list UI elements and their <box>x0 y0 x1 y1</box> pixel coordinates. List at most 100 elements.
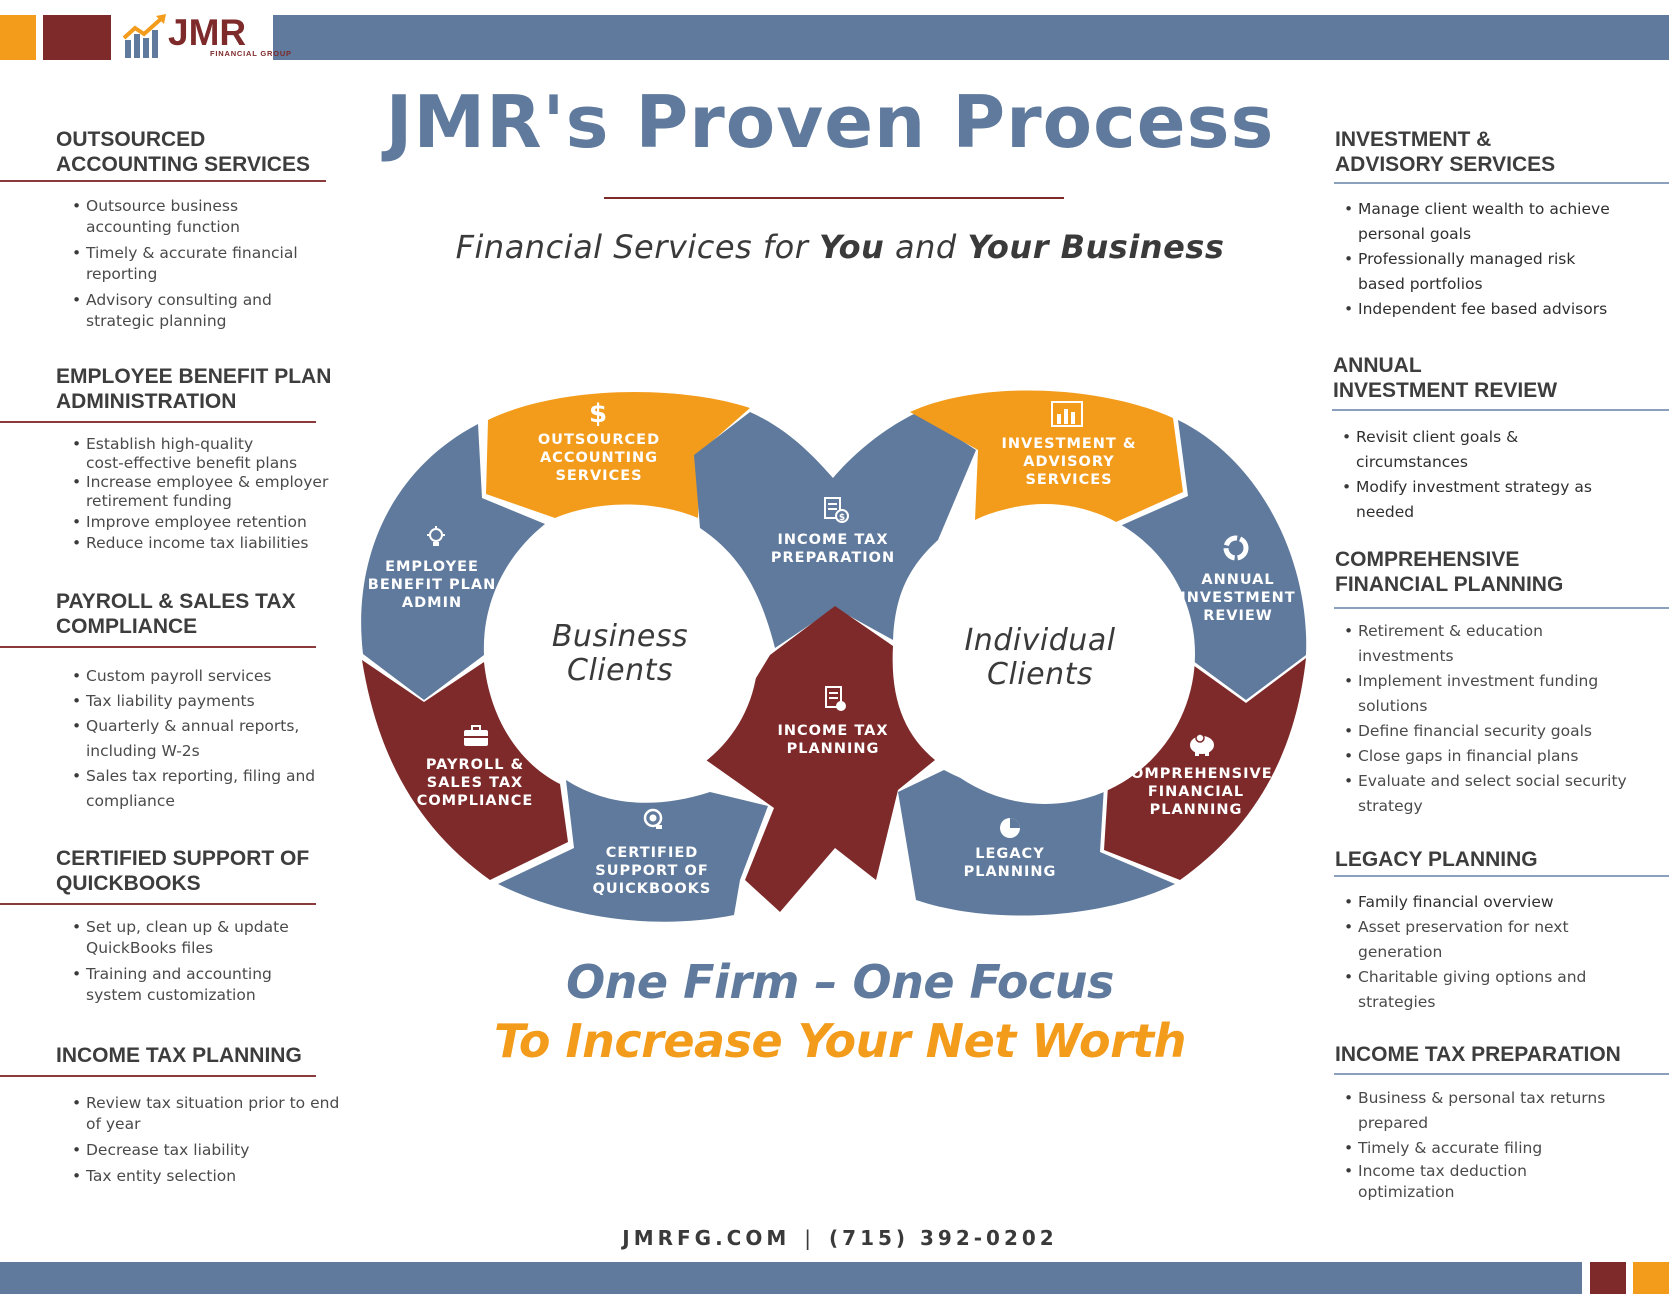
document-coin-icon <box>825 686 846 711</box>
legacy-planning-list: Family financial overview Asset preserva… <box>1344 890 1664 1015</box>
list-item-line: of year <box>86 1115 141 1133</box>
list-item: Improve employee retention <box>72 513 342 532</box>
list-item-line: system customization <box>86 986 256 1004</box>
svg-text:$: $ <box>589 399 607 426</box>
client-label-line: Business <box>551 619 689 654</box>
list-item-line: strategy <box>1358 797 1423 815</box>
segment-label-line: COMPLIANCE <box>416 793 534 809</box>
segment-label-line: INCOME TAX <box>777 532 889 548</box>
list-item: Reduce income tax liabilities <box>72 534 342 553</box>
segment-label-annual: ANNUAL INVESTMENT REVIEW <box>1168 571 1308 625</box>
segment-outsourced-accounting <box>486 392 750 518</box>
business-clients-circle <box>486 518 758 790</box>
footer-website-link[interactable]: JMRFG.COM <box>622 1226 791 1250</box>
list-item-line: Revisit client goals & <box>1356 428 1519 446</box>
segment-annual-review <box>1120 420 1307 700</box>
segment-label-line: ADVISORY <box>1023 454 1115 470</box>
list-item-line: Reduce income tax liabilities <box>86 534 309 552</box>
list-item-line: solutions <box>1358 697 1428 715</box>
list-item-line: cost-effective benefit plans <box>86 454 298 472</box>
cycle-icon <box>1223 535 1249 561</box>
list-item-line: QuickBooks files <box>86 939 214 957</box>
section-title-comprehensive-planning: COMPREHENSIVE FINANCIAL PLANNING <box>1335 547 1655 597</box>
list-item-line: investments <box>1358 647 1454 665</box>
segment-label-line: PLANNING <box>963 864 1057 880</box>
list-item: Income tax deduction optimization <box>1344 1161 1664 1203</box>
segment-label-line: ADMIN <box>401 595 463 611</box>
list-item-line: Asset preservation for next <box>1358 918 1569 936</box>
section-title-line: COMPLIANCE <box>56 615 198 638</box>
list-item-line: Income tax deduction <box>1358 1162 1527 1180</box>
list-item-line: Tax entity selection <box>86 1167 237 1185</box>
tax-form-icon: $ <box>824 497 849 523</box>
segment-label-line: OUTSOURCED <box>537 432 661 448</box>
footer-phone-link[interactable]: (715) 392-0202 <box>829 1226 1058 1250</box>
list-item-line: Training and accounting <box>86 965 272 983</box>
individual-clients-circle <box>895 504 1195 804</box>
list-item-line: Quarterly & annual reports, <box>86 717 300 735</box>
section-divider <box>0 903 316 905</box>
section-title-line: ACCOUNTING SERVICES <box>56 153 310 176</box>
section-divider <box>0 180 326 182</box>
section-divider <box>1334 182 1669 184</box>
logo-chart-icon <box>122 14 166 58</box>
annual-review-list: Revisit client goals &circumstances Modi… <box>1342 425 1662 525</box>
list-item: Tax entity selection <box>72 1166 362 1187</box>
investment-advisory-list: Manage client wealth to achievepersonal … <box>1344 197 1664 322</box>
section-title-legacy-planning: LEGACY PLANNING <box>1335 847 1655 872</box>
segment-label-line: EMPLOYEE <box>385 559 479 575</box>
page-subtitle: Financial Services for You and Your Busi… <box>420 228 1260 266</box>
segment-label-tax-planning: INCOME TAX PLANNING <box>762 722 904 758</box>
page-title: JMR's Proven Process <box>385 80 1275 164</box>
list-item-line: Establish high-quality <box>86 435 254 453</box>
client-label-line: Clients <box>987 657 1093 692</box>
footer-blue-bar <box>0 1262 1582 1294</box>
list-item-line: strategies <box>1358 993 1436 1011</box>
list-item-line: prepared <box>1358 1114 1429 1132</box>
income-tax-preparation-list: Business & personal tax returnsprepared … <box>1344 1086 1664 1203</box>
section-title-employee-benefit: EMPLOYEE BENEFIT PLAN ADMINISTRATION <box>56 364 376 414</box>
segment-label-payroll: PAYROLL & SALES TAX COMPLIANCE <box>405 756 545 810</box>
section-title-line: INVESTMENT REVIEW <box>1333 379 1558 402</box>
segment-label-line: INVESTMENT & <box>1001 436 1137 452</box>
briefcase-icon <box>464 725 488 746</box>
list-item-line: Sales tax reporting, filing and <box>86 767 316 785</box>
section-title-line: INCOME TAX PLANNING <box>56 1044 302 1067</box>
segment-label-line: QUICKBOOKS <box>592 881 712 897</box>
footer-orange-block <box>1633 1262 1669 1294</box>
list-item-line: Tax liability payments <box>86 692 255 710</box>
section-divider <box>0 421 316 423</box>
dollar-icon: $ <box>589 399 607 426</box>
footer-contact: JMRFG.COM|(715) 392-0202 <box>520 1226 1160 1250</box>
list-item-line: based portfolios <box>1358 275 1483 293</box>
list-item-line: Business & personal tax returns <box>1358 1089 1606 1107</box>
segment-label-outsourced: OUTSOURCED ACCOUNTING SERVICES <box>524 431 674 485</box>
section-title-quickbooks: CERTIFIED SUPPORT OF QUICKBOOKS <box>56 846 376 896</box>
list-item-line: optimization <box>1358 1183 1455 1201</box>
list-item-line: reporting <box>86 265 158 283</box>
list-item-line: Outsource business <box>86 197 239 215</box>
section-title-payroll: PAYROLL & SALES TAX COMPLIANCE <box>56 589 376 639</box>
section-divider <box>0 1075 316 1077</box>
segment-label-line: ACCOUNTING <box>539 450 659 466</box>
segment-legacy <box>898 770 1175 916</box>
section-title-line: PAYROLL & SALES TAX <box>56 590 296 613</box>
title-divider <box>604 197 1064 199</box>
list-item: Timely & accurate filing <box>1344 1136 1664 1161</box>
section-divider <box>0 646 316 648</box>
segment-employee-benefit <box>361 424 545 700</box>
svg-text:$: $ <box>839 513 845 523</box>
subtitle-you: You <box>819 228 885 266</box>
list-item: Decrease tax liability <box>72 1140 362 1161</box>
section-divider <box>1334 875 1669 877</box>
list-item-line: Family financial overview <box>1358 893 1554 911</box>
section-title-income-tax-planning: INCOME TAX PLANNING <box>56 1043 376 1068</box>
